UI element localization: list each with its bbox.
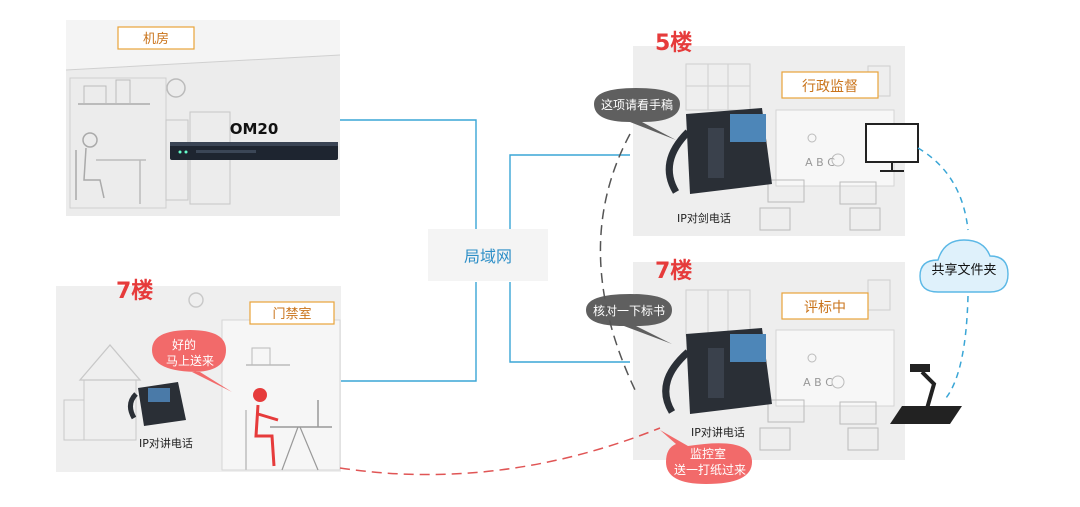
share-links: [917, 147, 969, 399]
floor5-board-text: A B C: [805, 156, 835, 169]
floor7-board-text: A B C: [803, 376, 833, 389]
voice-call-links: [339, 133, 661, 476]
server-room-scene: [65, 20, 341, 216]
floor5-label: 5楼: [655, 31, 692, 56]
ip-phone-left-caption: IP对讲电话: [139, 436, 193, 450]
ip-phone-floor5-caption: IP对剑电话: [677, 211, 731, 225]
cloud-icon: 共享文件夹: [919, 239, 1009, 293]
reply-bubble-floor7: 监控室 送一打纸过来: [660, 430, 752, 484]
ip-phone-floor5: IP对剑电话: [665, 108, 772, 225]
floor7-right-label: 7楼: [655, 259, 692, 284]
server-room-sign-text: 机房: [143, 31, 169, 47]
document-camera-icon: [890, 364, 962, 424]
floor7-reply-line2: 送一打纸过来: [674, 462, 746, 477]
floor7-left-label: 7楼: [116, 279, 153, 304]
floor7-left-sign-text: 门禁室: [272, 306, 311, 322]
reply-left-line2: 马上送来: [166, 353, 214, 368]
floor7-reply-line1: 监控室: [690, 446, 726, 461]
ip-phone-floor7: IP对讲电话: [662, 328, 772, 439]
reply-bubble-left: 好的 马上送来: [152, 330, 232, 392]
lan-node: 局域网: [428, 229, 548, 281]
floor7-speech-text: 核对一下标书: [593, 304, 665, 318]
person-icon: [253, 388, 279, 467]
floor7-right-sign: 评标中: [781, 292, 869, 320]
floor5-speech-text: 这项请看手稿: [601, 97, 673, 112]
ip-phone-floor7-caption: IP对讲电话: [691, 425, 745, 439]
monitor-icon: [865, 123, 919, 172]
speech-bubble-floor7: 核对一下标书: [586, 294, 672, 344]
floor7-right-sign-text: 评标中: [804, 300, 846, 316]
lan-label: 局域网: [464, 247, 512, 266]
reply-left-line1: 好的: [172, 337, 196, 352]
ip-phone-left: IP对讲电话: [128, 382, 193, 450]
om20-device: OM20: [170, 120, 338, 160]
floor7-left-sign: 门禁室: [249, 301, 335, 325]
floor7-right-scene: A B C: [633, 262, 905, 460]
om20-label: OM20: [230, 120, 279, 138]
speech-bubble-floor5: 这项请看手稿: [594, 88, 680, 140]
floor5-sign: 行政监督: [781, 71, 879, 99]
server-room-sign: 机房: [117, 26, 195, 50]
cloud-label: 共享文件夹: [931, 262, 996, 278]
lan-connections: [340, 119, 630, 382]
floor5-sign-text: 行政监督: [802, 79, 858, 95]
